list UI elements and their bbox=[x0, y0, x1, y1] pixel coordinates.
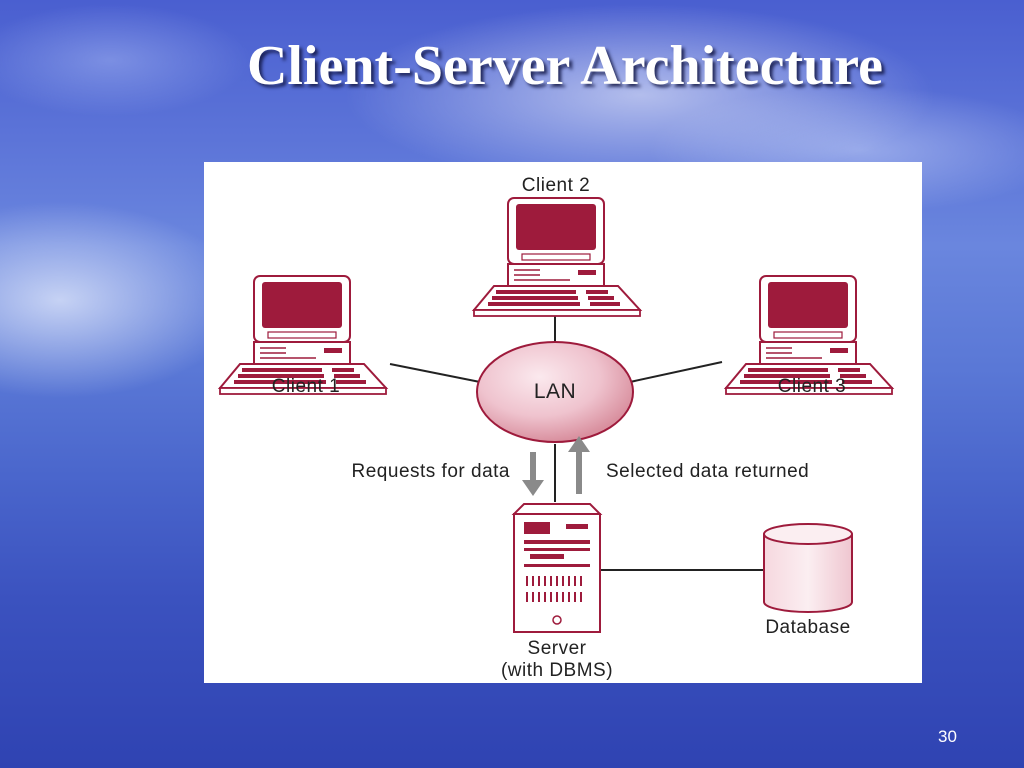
link-client3-lan bbox=[629, 361, 723, 383]
response-label: Selected data returned bbox=[606, 461, 809, 482]
client2-label: Client 2 bbox=[522, 175, 590, 196]
database-label: Database bbox=[765, 617, 850, 638]
lan-node bbox=[476, 341, 634, 443]
database-icon bbox=[763, 523, 853, 613]
server-icon bbox=[511, 503, 603, 633]
client1-label: Client 1 bbox=[272, 376, 340, 397]
request-arrow-icon bbox=[522, 452, 544, 496]
diagram-panel: Client 2 Client 1 Client 3 LAN Requests … bbox=[204, 162, 922, 683]
page-number: 30 bbox=[938, 727, 957, 746]
server-label: Server bbox=[528, 638, 587, 659]
client2-computer-icon bbox=[473, 197, 641, 317]
client-server-diagram: Client 2 Client 1 Client 3 LAN Requests … bbox=[219, 175, 893, 681]
slide-title: Client-Server Architecture bbox=[246, 35, 883, 97]
request-label: Requests for data bbox=[352, 461, 510, 482]
response-arrow-icon bbox=[568, 436, 590, 494]
lan-label: LAN bbox=[534, 380, 576, 403]
link-client1-lan bbox=[389, 363, 481, 383]
server-sublabel: (with DBMS) bbox=[501, 660, 613, 681]
client3-label: Client 3 bbox=[778, 376, 846, 397]
